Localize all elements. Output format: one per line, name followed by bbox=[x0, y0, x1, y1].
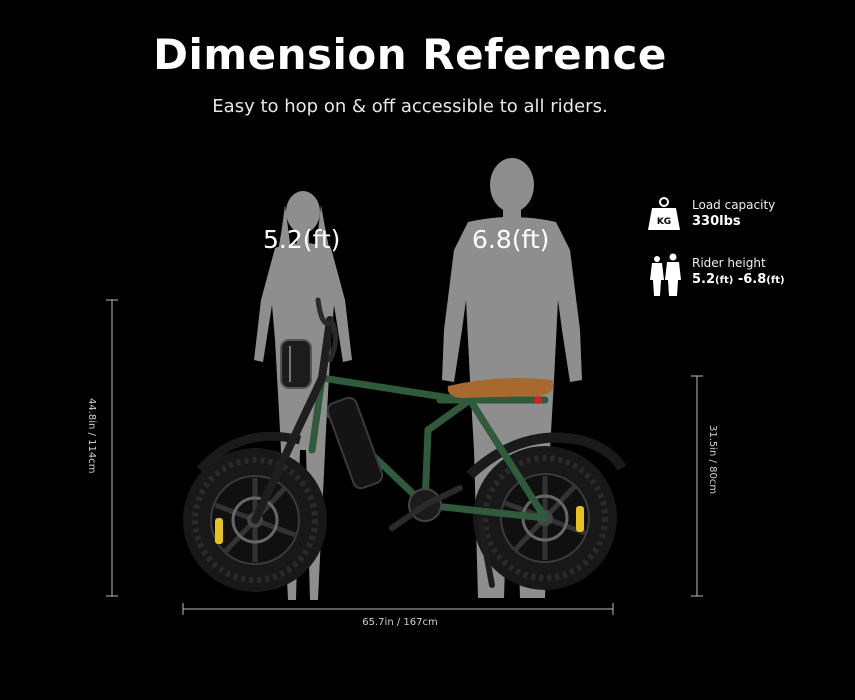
weight-kg-icon-text: KG bbox=[657, 217, 671, 227]
battery-pack bbox=[326, 396, 384, 490]
rider-height-value: 5.2(ft) -6.8(ft) bbox=[692, 272, 785, 287]
load-capacity-spec: Load capacity 330lbs bbox=[648, 198, 775, 232]
dimension-line-seat bbox=[691, 375, 703, 597]
load-icon-spacer bbox=[648, 198, 682, 232]
headlight bbox=[280, 339, 312, 389]
rider-height-label: Rider height bbox=[692, 256, 766, 270]
overall-height-label: 44.8in / 114cm bbox=[86, 398, 97, 474]
bike-seat bbox=[447, 378, 554, 398]
load-capacity-label: Load capacity bbox=[692, 198, 776, 212]
kickstand bbox=[477, 517, 495, 588]
rider-icon-spacer bbox=[648, 256, 682, 296]
rider-height-min: 5.2 bbox=[692, 272, 716, 287]
seat-height-label: 31.5in / 80cm bbox=[707, 425, 718, 495]
male-height-label: 6.8(ft) bbox=[472, 225, 550, 254]
load-capacity-text: Load capacity 330lbs bbox=[692, 198, 775, 229]
dimension-line-height bbox=[106, 299, 118, 597]
rider-height-unit-max: (ft) bbox=[766, 275, 785, 286]
handlebar bbox=[315, 297, 338, 363]
rider-height-unit-min: (ft) bbox=[715, 275, 734, 286]
rider-height-max: -6.8 bbox=[737, 272, 767, 287]
tail-light bbox=[534, 396, 542, 404]
crank bbox=[389, 485, 463, 531]
rider-height-text: Rider height 5.2(ft) -6.8(ft) bbox=[692, 256, 785, 287]
weight-kg-icon: KG bbox=[648, 197, 680, 230]
rear-fender bbox=[466, 432, 627, 479]
front-fender bbox=[196, 431, 302, 474]
page-subtitle: Easy to hop on & off accessible to all r… bbox=[212, 96, 608, 117]
overall-length-label: 65.7in / 167cm bbox=[362, 617, 438, 628]
load-capacity-value: 330lbs bbox=[692, 214, 741, 229]
riders-icon bbox=[650, 253, 681, 296]
female-height-label: 5.2(ft) bbox=[263, 225, 341, 254]
dimension-line-length bbox=[182, 603, 614, 615]
rider-height-spec: Rider height 5.2(ft) -6.8(ft) bbox=[648, 256, 785, 296]
page-title: Dimension Reference bbox=[153, 30, 667, 79]
front-fork bbox=[251, 316, 334, 524]
